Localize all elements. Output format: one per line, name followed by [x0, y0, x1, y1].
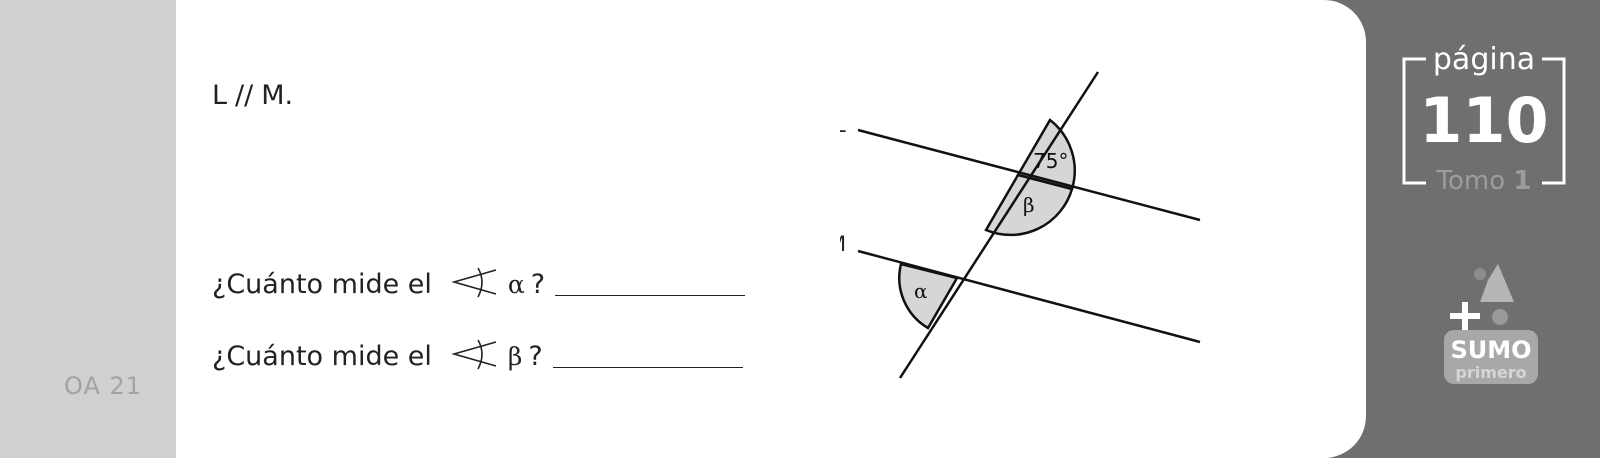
answer-line-beta[interactable] — [552, 367, 743, 368]
transversal-line — [898, 71, 1100, 379]
answer-line-alpha[interactable] — [555, 295, 746, 296]
question-mark: ? — [528, 341, 543, 372]
page-indicator: página 110 Tomo 1 — [1400, 42, 1568, 198]
question-beta: ¿Cuánto mide el β ? — [212, 336, 743, 377]
line-l — [857, 128, 1201, 222]
exercise-card — [176, 0, 1366, 458]
tomo-text: Tomo — [1436, 166, 1506, 196]
statement-line-m: M. — [261, 80, 294, 111]
logo-subtitle: primero — [1455, 363, 1526, 382]
sumo-primero-logo: SUMO primero — [1444, 264, 1538, 384]
oa-code: OA 21 — [64, 372, 143, 400]
tomo-label: Tomo 1 — [1400, 166, 1568, 196]
label-beta: β — [1023, 193, 1035, 217]
label-m: M — [840, 232, 846, 256]
angle-icon — [450, 336, 500, 377]
question-text: ¿Cuánto mide el — [212, 269, 432, 300]
question-variable: α — [507, 270, 525, 299]
angle-alpha-sector — [898, 262, 959, 330]
angle-icon — [450, 264, 500, 305]
question-variable: β — [507, 342, 523, 371]
page-word: página — [1432, 42, 1536, 77]
line-m — [857, 249, 1201, 344]
left-strip: OA 21 — [0, 0, 176, 458]
label-75: 75° — [1033, 149, 1068, 173]
parallel-symbol: // — [235, 80, 254, 111]
statement-line-l: L — [212, 80, 228, 111]
parallel-statement: L // M. — [212, 80, 293, 111]
page-number: 110 — [1419, 84, 1549, 157]
question-text: ¿Cuánto mide el — [212, 341, 432, 372]
question-mark: ? — [530, 269, 546, 300]
label-alpha: α — [914, 279, 928, 303]
page-bracket-frame — [1402, 57, 1566, 185]
logo-title: SUMO — [1450, 336, 1531, 364]
tomo-number: 1 — [1513, 166, 1532, 196]
label-l: L — [840, 113, 846, 137]
geometry-diagram: L M 75° β α — [840, 71, 1201, 379]
question-alpha: ¿Cuánto mide el α ? — [212, 264, 746, 305]
